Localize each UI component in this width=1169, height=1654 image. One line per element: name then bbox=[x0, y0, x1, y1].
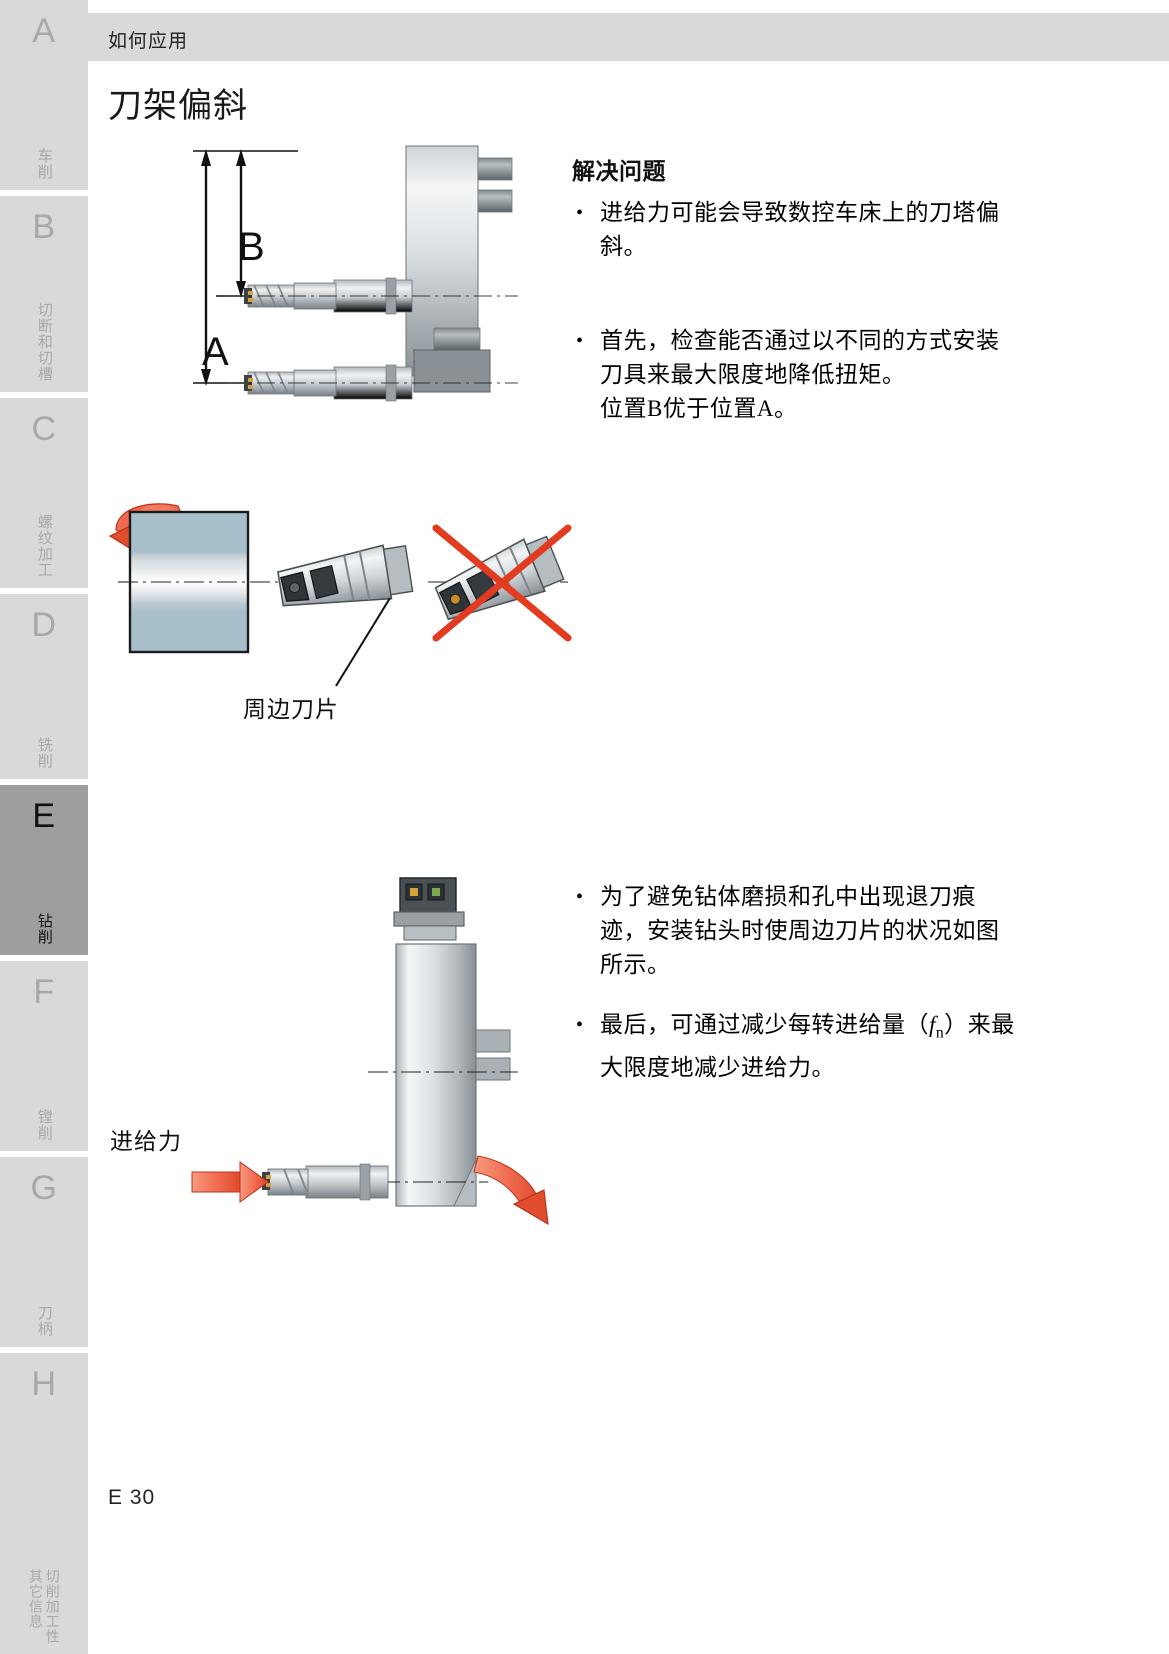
top-tool-holder bbox=[393, 877, 465, 941]
sidebar-tab-letter: F bbox=[33, 973, 55, 1011]
bullet-line: 刀具来最大限度地降低扭矩。 bbox=[600, 362, 906, 387]
bullet-line: 位置B优于位置A。 bbox=[600, 396, 798, 421]
bullet-line-with-symbol: 最后，可通过减少每转进给量（fn）来最 bbox=[600, 1008, 1015, 1051]
bullet-item: 首先，检查能否通过以不同的方式安装 刀具来最大限度地降低扭矩。 位置B优于位置A… bbox=[572, 324, 1000, 426]
section-heading: 解决问题 bbox=[572, 158, 666, 184]
sidebar-tab-letter: D bbox=[31, 606, 57, 644]
symbol-fn-subscript: n bbox=[935, 1024, 945, 1042]
bullet-line: 为了避免钻体磨损和孔中出现退刀痕 bbox=[600, 884, 976, 909]
sidebar-tab-c[interactable]: C 螺纹加工 bbox=[0, 398, 88, 588]
sidebar-tab-label: 刀柄 bbox=[35, 1305, 53, 1337]
figure-caption-peripheral-insert: 周边刀片 bbox=[243, 697, 339, 722]
bullet-line: 斜。 bbox=[600, 234, 647, 259]
bullet-line: 首先，检查能否通过以不同的方式安装 bbox=[600, 328, 1000, 353]
bullet-item: 为了避免钻体磨损和孔中出现退刀痕 迹，安装钻头时使周边刀片的状况如图 所示。 bbox=[572, 880, 1015, 982]
figure-feed-force bbox=[191, 877, 549, 1226]
page-title: 刀架偏斜 bbox=[108, 87, 248, 125]
figure-peripheral-insert bbox=[108, 503, 572, 687]
sidebar-tab-label: 铣削 bbox=[35, 737, 53, 769]
header-band bbox=[88, 13, 1169, 61]
bullet-item: 最后，可通过减少每转进给量（fn）来最 大限度地减少进给力。 bbox=[572, 1008, 1015, 1085]
sidebar-tab-label-line1: 切削加工性 bbox=[44, 1569, 61, 1644]
sidebar-tab-label: 车削 bbox=[35, 148, 53, 180]
sidebar-tab-label: 镗削 bbox=[35, 1109, 53, 1141]
dimension-label-b: B bbox=[238, 225, 265, 269]
sidebar-tab-letter: B bbox=[32, 208, 56, 246]
sidebar-tab-label: 螺纹加工 bbox=[35, 514, 53, 578]
bullet-text-pre: 最后，可通过减少每转进给量（ bbox=[600, 1012, 929, 1037]
sidebar-tab-a[interactable]: A 车削 bbox=[0, 0, 88, 190]
bullet-line: 大限度地减少进给力。 bbox=[600, 1054, 835, 1080]
bullet-list-lower: 为了避免钻体磨损和孔中出现退刀痕 迹，安装钻头时使周边刀片的状况如图 所示。 最… bbox=[572, 880, 1015, 1111]
sidebar-tab-label: 切断和切槽 bbox=[35, 302, 53, 382]
figure-caption-feed-force: 进给力 bbox=[110, 1129, 182, 1154]
page-content: 如何应用 刀架偏斜 bbox=[88, 0, 1169, 1654]
sidebar-tab-g[interactable]: G 刀柄 bbox=[0, 1157, 88, 1347]
bullet-item: 进给力可能会导致数控车床上的刀塔偏 斜。 bbox=[572, 196, 1000, 264]
sidebar-tab-f[interactable]: F 镗削 bbox=[0, 961, 88, 1151]
sidebar-tab-label-line2: 其它信息 bbox=[28, 1569, 44, 1629]
page-number: E 30 bbox=[108, 1486, 156, 1509]
feed-force-arrow-icon bbox=[191, 1161, 269, 1203]
sidebar-tab-letter: A bbox=[32, 12, 56, 50]
bullet-line: 所示。 bbox=[600, 952, 671, 977]
figure-turret-deflection bbox=[193, 145, 518, 402]
drill-horizontal bbox=[262, 1163, 389, 1201]
sidebar-tab-label: 切削加工性 其它信息 bbox=[28, 1569, 61, 1644]
deflection-arrow-icon bbox=[473, 1155, 549, 1226]
sidebar-tab-letter: E bbox=[32, 797, 56, 835]
sidebar-tab-d[interactable]: D 铣削 bbox=[0, 594, 88, 779]
tool-correct bbox=[277, 544, 414, 607]
sidebar-tab-letter: H bbox=[31, 1365, 57, 1403]
bullet-line: 迹，安装钻头时使周边刀片的状况如图 bbox=[600, 918, 1000, 943]
cross-out-icon bbox=[432, 524, 572, 642]
sidebar-tab-b[interactable]: B 切断和切槽 bbox=[0, 196, 88, 392]
dimension-label-a: A bbox=[202, 330, 229, 374]
sidebar-tab-letter: C bbox=[31, 410, 57, 448]
bullet-line: 进给力可能会导致数控车床上的刀塔偏 bbox=[600, 200, 1000, 225]
sidebar-tab-h[interactable]: H 切削加工性 其它信息 bbox=[0, 1353, 88, 1654]
symbol-fn: f bbox=[929, 1012, 936, 1037]
breadcrumb: 如何应用 bbox=[108, 31, 189, 52]
sidebar-tab-letter: G bbox=[30, 1169, 58, 1207]
sidebar-tab-label: 钻削 bbox=[35, 913, 53, 945]
bullet-list-upper: 进给力可能会导致数控车床上的刀塔偏 斜。 首先，检查能否通过以不同的方式安装 刀… bbox=[572, 196, 1000, 452]
bullet-text-post: ）来最 bbox=[944, 1012, 1015, 1037]
sidebar: A 车削 B 切断和切槽 C 螺纹加工 D 铣削 E 钻削 F 镗削 G 刀柄 … bbox=[0, 0, 88, 1654]
sidebar-tab-e[interactable]: E 钻削 bbox=[0, 785, 88, 955]
